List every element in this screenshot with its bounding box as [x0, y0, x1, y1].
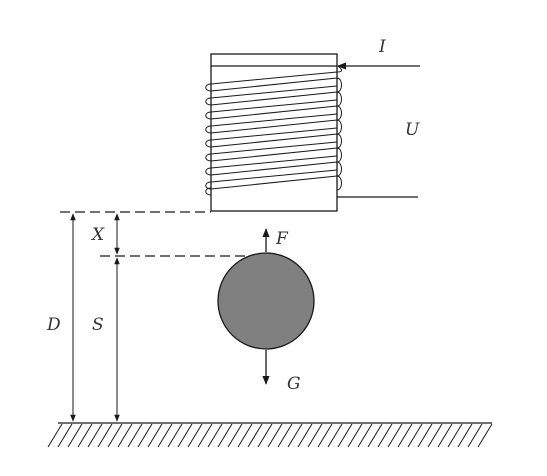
voltage-label: U: [405, 120, 420, 140]
ground-hatch-line: [227, 423, 243, 448]
ground-hatch-line: [357, 423, 373, 448]
ground-hatch-line: [167, 423, 183, 448]
ground-hatching: [47, 423, 493, 448]
ground-hatch-line: [57, 423, 73, 448]
gap-label: X: [90, 225, 105, 245]
ground: [47, 422, 493, 448]
coil-windings: [205, 65, 343, 196]
ground-hatch-line: [307, 423, 323, 448]
ground-hatch-line: [217, 423, 233, 448]
ground-hatch-line: [337, 423, 353, 448]
ground-hatch-line: [247, 423, 263, 448]
ground-hatch-line: [197, 423, 213, 448]
ground-hatch-line: [87, 423, 103, 448]
ground-hatch-line: [47, 423, 63, 448]
ground-hatch-line: [437, 423, 453, 448]
steel-ball: [217, 252, 315, 350]
coil-winding: [205, 169, 342, 191]
coil-height-label: D: [46, 315, 61, 335]
coil-winding-tail: [205, 187, 212, 196]
ball-height-label: S: [92, 315, 104, 335]
coil-winding: [205, 85, 342, 107]
coil-winding: [205, 155, 342, 177]
force-label: F: [275, 229, 289, 249]
coil-winding: [205, 141, 342, 163]
current-label: I: [378, 37, 386, 57]
coil-winding-lead: [336, 65, 343, 73]
ground-hatch-line: [257, 423, 273, 448]
ground-hatch-line: [347, 423, 363, 448]
ground-hatch-line: [267, 423, 283, 448]
ground-hatch-line: [157, 423, 173, 448]
ground-hatch-line: [237, 423, 253, 448]
ground-hatch-line: [457, 423, 473, 448]
ground-hatch-line: [287, 423, 303, 448]
ground-hatch-line: [97, 423, 113, 448]
coil-winding: [205, 113, 342, 135]
ground-hatch-line: [107, 423, 123, 448]
ground-hatch-line: [127, 423, 143, 448]
ground-hatch-line: [417, 423, 433, 448]
ground-hatch-line: [377, 423, 393, 448]
ground-hatch-line: [387, 423, 403, 448]
ground-hatch-line: [467, 423, 483, 448]
ground-hatch-line: [117, 423, 133, 448]
gravity-label: G: [287, 374, 301, 394]
ground-hatch-line: [297, 423, 313, 448]
ground-hatch-line: [147, 423, 163, 448]
ground-hatch-line: [327, 423, 343, 448]
ground-hatch-line: [477, 423, 493, 448]
ground-hatch-line: [397, 423, 413, 448]
ground-hatch-line: [367, 423, 383, 448]
ground-hatch-line: [67, 423, 83, 448]
ground-hatch-line: [317, 423, 333, 448]
ground-hatch-line: [447, 423, 463, 448]
electromagnet: [205, 53, 343, 212]
ground-hatch-line: [187, 423, 203, 448]
coil-winding: [205, 99, 342, 121]
coil-winding: [205, 127, 342, 149]
coil-winding: [205, 71, 342, 93]
ground-hatch-line: [77, 423, 93, 448]
ground-hatch-line: [277, 423, 293, 448]
ground-hatch-line: [207, 423, 223, 448]
ground-hatch-line: [177, 423, 193, 448]
ground-hatch-line: [427, 423, 443, 448]
ground-hatch-line: [407, 423, 423, 448]
ground-hatch-line: [137, 423, 153, 448]
